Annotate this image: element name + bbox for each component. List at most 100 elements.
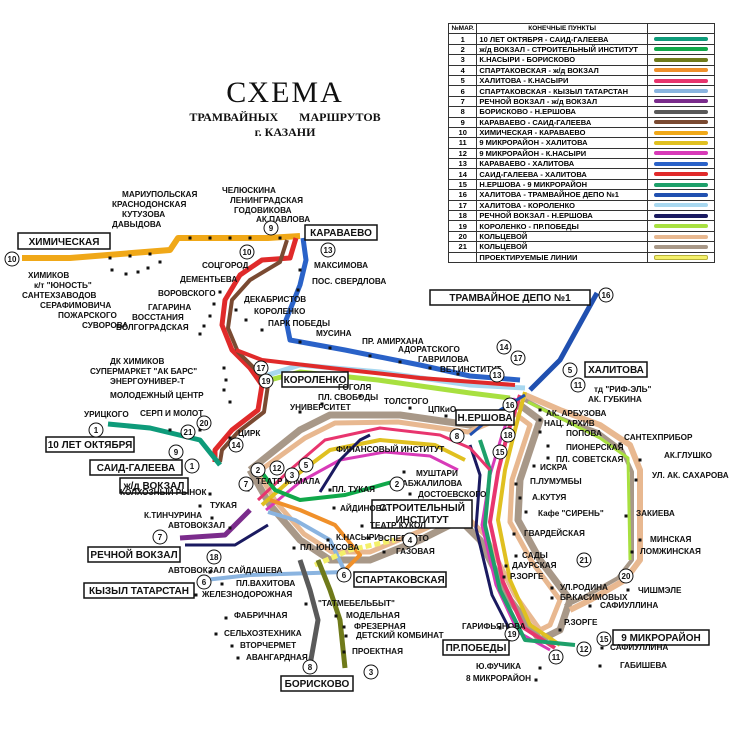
terminal-box [87,546,181,563]
stop-label-rzorge2: Р.ЗОРГЕ [564,618,598,627]
route-marker-number: 18 [504,431,513,440]
stop-label-sovetskaya: ПЛ. СОВЕТСКАЯ [556,455,623,464]
stop-label-energouniver: ЭНЕРГОУНИВЕР-Т [110,377,185,386]
stop-tick [194,593,198,597]
stop-tick [342,625,346,629]
route-marker-circle [496,339,512,355]
route-marker-circle [596,631,612,647]
route-marker-circle [336,567,352,583]
route-marker-circle [206,549,222,565]
route-marker-number: 13 [493,371,502,380]
route-marker-number: 12 [580,645,589,654]
stop-tick [244,318,248,322]
route-marker-circle [302,659,318,675]
stop-label-avtovokzal2: АВТОВОКЗАЛ [168,566,225,575]
route-marker-circle [238,476,254,492]
stop-label-serpmolot: СЕРП И МОЛОТ [140,409,203,418]
terminal-box [119,477,189,494]
route-18-line [468,444,517,641]
stop-tick [514,554,518,558]
legend-color-swatch [653,234,708,239]
stop-tick [228,436,232,440]
stop-tick [514,482,518,486]
route-marker-number: 15 [496,448,505,457]
map-subtitle: ТРАМВАЙНЫХ МАРШРУТОВ г. КАЗАНИ [150,110,420,140]
route-marker-number: 13 [324,246,333,255]
stop-label-aydinova: АЙДИНОВА [340,502,387,513]
stop-label-yunost: к/т "ЮНОСТЬ" [34,281,92,290]
stop-label-santekhpribor: САНТЕХПРИБОР [624,433,693,442]
stop-label-pioner: ПИОНЕРСКАЯ [566,443,624,452]
stop-tick [358,394,362,398]
route-marker-m5: 5 [562,362,578,378]
legend-color-swatch [653,120,708,125]
route-marker-number: 8 [455,432,460,441]
stop-tick [198,332,202,336]
stop-tick [618,442,622,446]
route-marker-m18b: 18 [206,549,222,565]
terminal-label: ХИМИЧЕСКАЯ [29,237,100,248]
stop-tick [634,478,638,482]
stop-label-gogolya: ГОГОЛЯ [338,383,371,392]
route-marker-m21b: 21 [576,552,592,568]
stop-tick [398,360,402,364]
route-marker-circle [449,428,465,444]
stop-label-serafim: СЕРАФИМОВИЧА [40,301,111,310]
route-marker-circle [320,242,336,258]
stop-tick [304,602,308,606]
route-14-line [212,237,299,462]
stop-tick [296,288,300,292]
stop-label-saydasheva: САЙДАШЕВА [228,564,282,575]
route-marker-number: 21 [184,428,193,437]
stop-label-suvorova: СУВОРОВА [82,321,128,330]
stop-tick [538,418,542,422]
route-marker-number: 20 [622,572,631,581]
terminal-label: КАРАВАЕВО [310,228,372,239]
route-marker-circle [4,251,20,267]
stop-tick [626,588,630,592]
route-marker-m7b: 7 [152,529,168,545]
terminal-label: САИД-ГАЛЕЕВА [97,463,176,474]
stop-label-dkkhimikov: ДК ХИМИКОВ [110,357,165,366]
route-marker-number: 2 [395,480,400,489]
terminal-label: СТРОИТЕЛЬНЫЙ [379,501,465,514]
stop-tick [600,646,604,650]
route-marker-m10b: 10 [239,244,255,260]
stop-label-minskaya: МИНСКАЯ [650,535,691,544]
route-marker-m5b: 5 [298,457,314,473]
stop-tick [224,378,228,382]
stop-tick [524,510,528,514]
stop-label-finansov: ФИНАНСОВЫЙ ИНСТИТУТ [336,443,444,454]
route-marker-circle [500,427,516,443]
route-marker-number: 17 [514,354,523,363]
route-marker-circle [184,458,200,474]
stop-tick [208,236,212,240]
route-marker-m13a: 13 [320,242,336,258]
route-marker-circle [576,641,592,657]
route-marker-m13b: 13 [489,367,505,383]
route-marker-m19a: 19 [258,373,274,389]
stop-tick [360,524,364,528]
terminal-spartak: СПАРТАКОВСКАЯ [353,571,447,588]
route-marker-m3b: 3 [363,664,379,680]
stop-label-santekh: САНТЕХЗАВОДОВ [22,291,97,300]
stop-tick [368,354,372,358]
route-marker-number: 21 [580,556,589,565]
route-marker-m20b: 20 [618,568,634,584]
stop-tick [136,270,140,274]
stop-label-brkasimovykh: БР.КАСИМОВЫХ [560,593,628,602]
route-marker-circle [253,360,269,376]
terminal-depo: ТРАМВАЙНОЕ ДЕПО №1 [429,289,591,306]
stop-tick [588,604,592,608]
stop-label-kafesiren: Кафе "СИРЕНЬ" [538,509,604,518]
stop-tick [110,268,114,272]
legend-color-cell [646,251,716,264]
stop-tick [598,664,602,668]
stop-label-avangardnaya: АВАНГАРДНАЯ [246,653,308,662]
stop-tick [230,644,234,648]
route-9-line [218,239,289,463]
stop-tick [408,406,412,410]
